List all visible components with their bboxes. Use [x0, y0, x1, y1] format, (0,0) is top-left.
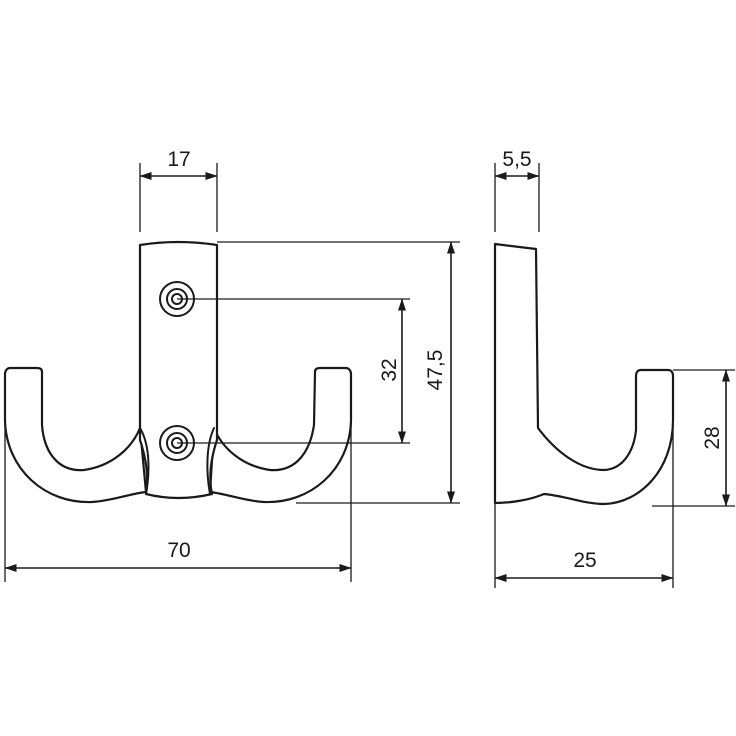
side-profile [493, 242, 675, 506]
dimension-total-width: 70 [4, 420, 352, 582]
dimension-top-width: 17 [139, 148, 218, 232]
dimension-hook-height: 28 [652, 369, 735, 507]
side-view [493, 242, 675, 506]
label-depth: 25 [573, 549, 596, 572]
top-screw-hole [159, 281, 195, 317]
dimension-hole-spacing: 32 [177, 298, 410, 444]
left-hook-arm [3, 366, 148, 504]
label-hole-spacing: 32 [378, 358, 401, 381]
label-top-width: 17 [167, 148, 190, 171]
front-view [3, 240, 353, 504]
right-hook-arm [208, 366, 353, 504]
dimension-thickness: 5,5 [494, 148, 540, 232]
label-hook-height: 28 [701, 426, 724, 449]
left-seam [139, 427, 150, 495]
label-total-height: 47,5 [424, 350, 447, 391]
dimension-total-height: 47,5 [217, 241, 460, 504]
front-plate [138, 240, 219, 500]
label-thickness: 5,5 [502, 148, 531, 171]
right-seam [206, 427, 215, 495]
dimension-depth: 25 [494, 420, 674, 588]
label-total-width: 70 [167, 539, 190, 562]
